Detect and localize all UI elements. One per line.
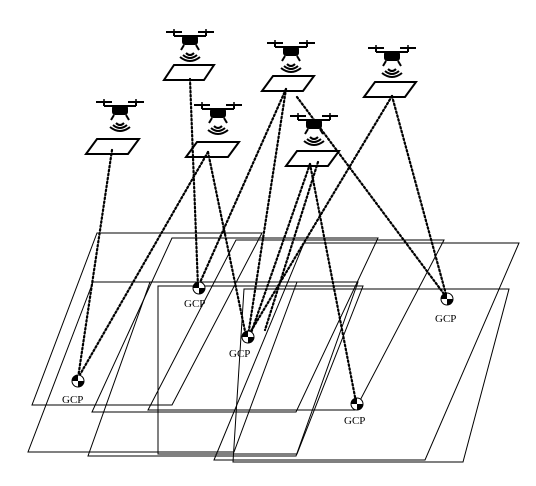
ground-control-point-target-icon xyxy=(192,281,206,295)
quadcopter-drone-icon xyxy=(289,112,339,135)
signal-waves-icon xyxy=(303,136,325,146)
signal-waves-icon xyxy=(207,125,229,135)
gcp-4: GCP xyxy=(344,397,365,427)
drone-1 xyxy=(84,98,145,155)
gcp-label: GCP xyxy=(184,298,205,310)
footprint-2 xyxy=(91,237,379,413)
ground-control-point-target-icon xyxy=(71,374,85,388)
ray-lines xyxy=(76,77,449,404)
drone-4 xyxy=(362,44,418,98)
quadcopter-drone-icon xyxy=(266,39,316,62)
ground-control-point-target-icon xyxy=(241,330,255,344)
signal-waves-icon xyxy=(381,68,403,78)
footprint-5 xyxy=(87,281,359,457)
ground-control-point-target-icon xyxy=(350,397,364,411)
footprint-3 xyxy=(147,239,445,411)
drones xyxy=(84,28,418,167)
signal-waves-icon xyxy=(109,122,131,132)
drone-2 xyxy=(162,28,216,81)
footprint-8 xyxy=(157,285,364,455)
quadcopter-drone-icon xyxy=(193,101,243,124)
quadcopter-drone-icon xyxy=(95,98,145,121)
gcp-label: GCP xyxy=(344,415,365,427)
ground-control-point-target-icon xyxy=(440,292,454,306)
gcp-1: GCP xyxy=(184,281,206,310)
gcp-3: GCP xyxy=(62,374,85,406)
gcp-5: GCP xyxy=(435,292,456,325)
drone-6 xyxy=(284,112,341,167)
camera-sensor-frame-icon xyxy=(184,141,241,158)
ground-control-points: GCP GCP GCP GCP GCP xyxy=(62,281,456,427)
quadcopter-drone-icon xyxy=(367,44,417,67)
gcp-label: GCP xyxy=(62,394,83,406)
camera-sensor-frame-icon xyxy=(260,75,316,92)
camera-sensor-frame-icon xyxy=(84,138,141,155)
camera-sensor-frame-icon xyxy=(162,64,216,81)
camera-sensor-frame-icon xyxy=(362,81,418,98)
footprint-1 xyxy=(31,232,263,406)
gcp-label: GCP xyxy=(229,348,250,360)
drone-5 xyxy=(184,101,243,158)
signal-waves-icon xyxy=(280,63,302,73)
footprint-7 xyxy=(232,288,510,463)
gcp-label: GCP xyxy=(435,313,456,325)
footprint-6 xyxy=(213,242,520,461)
gcp-2: GCP xyxy=(229,330,255,360)
camera-sensor-frame-icon xyxy=(284,150,341,167)
drone-3 xyxy=(260,39,316,92)
quadcopter-drone-icon xyxy=(165,28,215,51)
signal-waves-icon xyxy=(179,52,201,62)
